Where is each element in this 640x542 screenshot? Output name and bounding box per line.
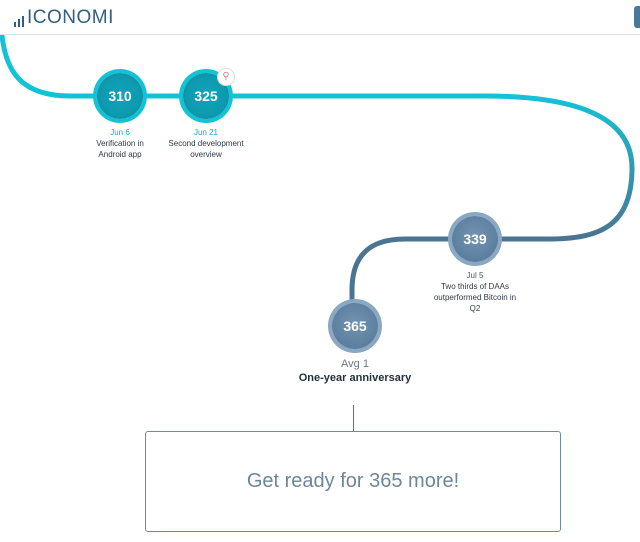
milestone-number: 310 xyxy=(108,88,132,104)
milestone-title-line: Android app xyxy=(98,150,142,159)
milestone-number: 339 xyxy=(463,231,487,247)
milestone-325-caption: Jun 21 Second development overview xyxy=(156,127,256,160)
milestone-title-line: Verification in xyxy=(96,139,144,148)
milestone-date: Avg 1 xyxy=(341,358,369,370)
track-segment-entry xyxy=(0,33,123,99)
milestone-date: Jun 6 xyxy=(110,128,130,137)
cta-text: Get ready for 365 more! xyxy=(246,470,460,492)
site-header: ICONOMI xyxy=(0,0,640,35)
milestone-365-caption: Avg 1 One-year anniversary xyxy=(285,357,425,385)
logo-text: ICONOMI xyxy=(27,7,114,28)
trophy-icon: ⚲ xyxy=(217,68,235,86)
milestone-title-line: Two thirds of DAAs xyxy=(440,282,510,291)
milestone-310-caption: Jun 6 Verification in Android app xyxy=(70,127,170,160)
milestone-title-line: overview xyxy=(190,150,222,159)
milestone-339-caption: Jul 5 Two thirds of DAAs outperformed Bi… xyxy=(420,270,530,314)
milestone-date: Jul 5 xyxy=(466,271,484,280)
milestone-title-line: One-year anniversary xyxy=(298,372,412,384)
milestone-title-line: Second development xyxy=(168,139,244,148)
track-segment-lower-turn xyxy=(349,236,406,326)
header-menu-button[interactable] xyxy=(634,6,640,28)
milestone-number: 365 xyxy=(343,318,367,334)
track-segment-right-turn xyxy=(484,93,635,242)
logo-bars-icon xyxy=(14,11,24,27)
milestone-339[interactable]: 339 xyxy=(452,216,498,262)
milestone-date: Jun 21 xyxy=(193,128,219,137)
iconomi-logo[interactable]: ICONOMI xyxy=(14,7,114,27)
milestone-325[interactable]: 325 xyxy=(183,73,229,119)
milestone-title-line: outperformed Bitcoin in xyxy=(433,293,517,302)
milestone-310[interactable]: 310 xyxy=(97,73,143,119)
milestone-title-line: Q2 xyxy=(469,304,481,313)
cta-connector-line xyxy=(353,405,354,431)
cta-box: Get ready for 365 more! xyxy=(145,431,561,532)
milestone-number: 325 xyxy=(194,88,218,104)
milestone-365[interactable]: 365 xyxy=(332,303,378,349)
